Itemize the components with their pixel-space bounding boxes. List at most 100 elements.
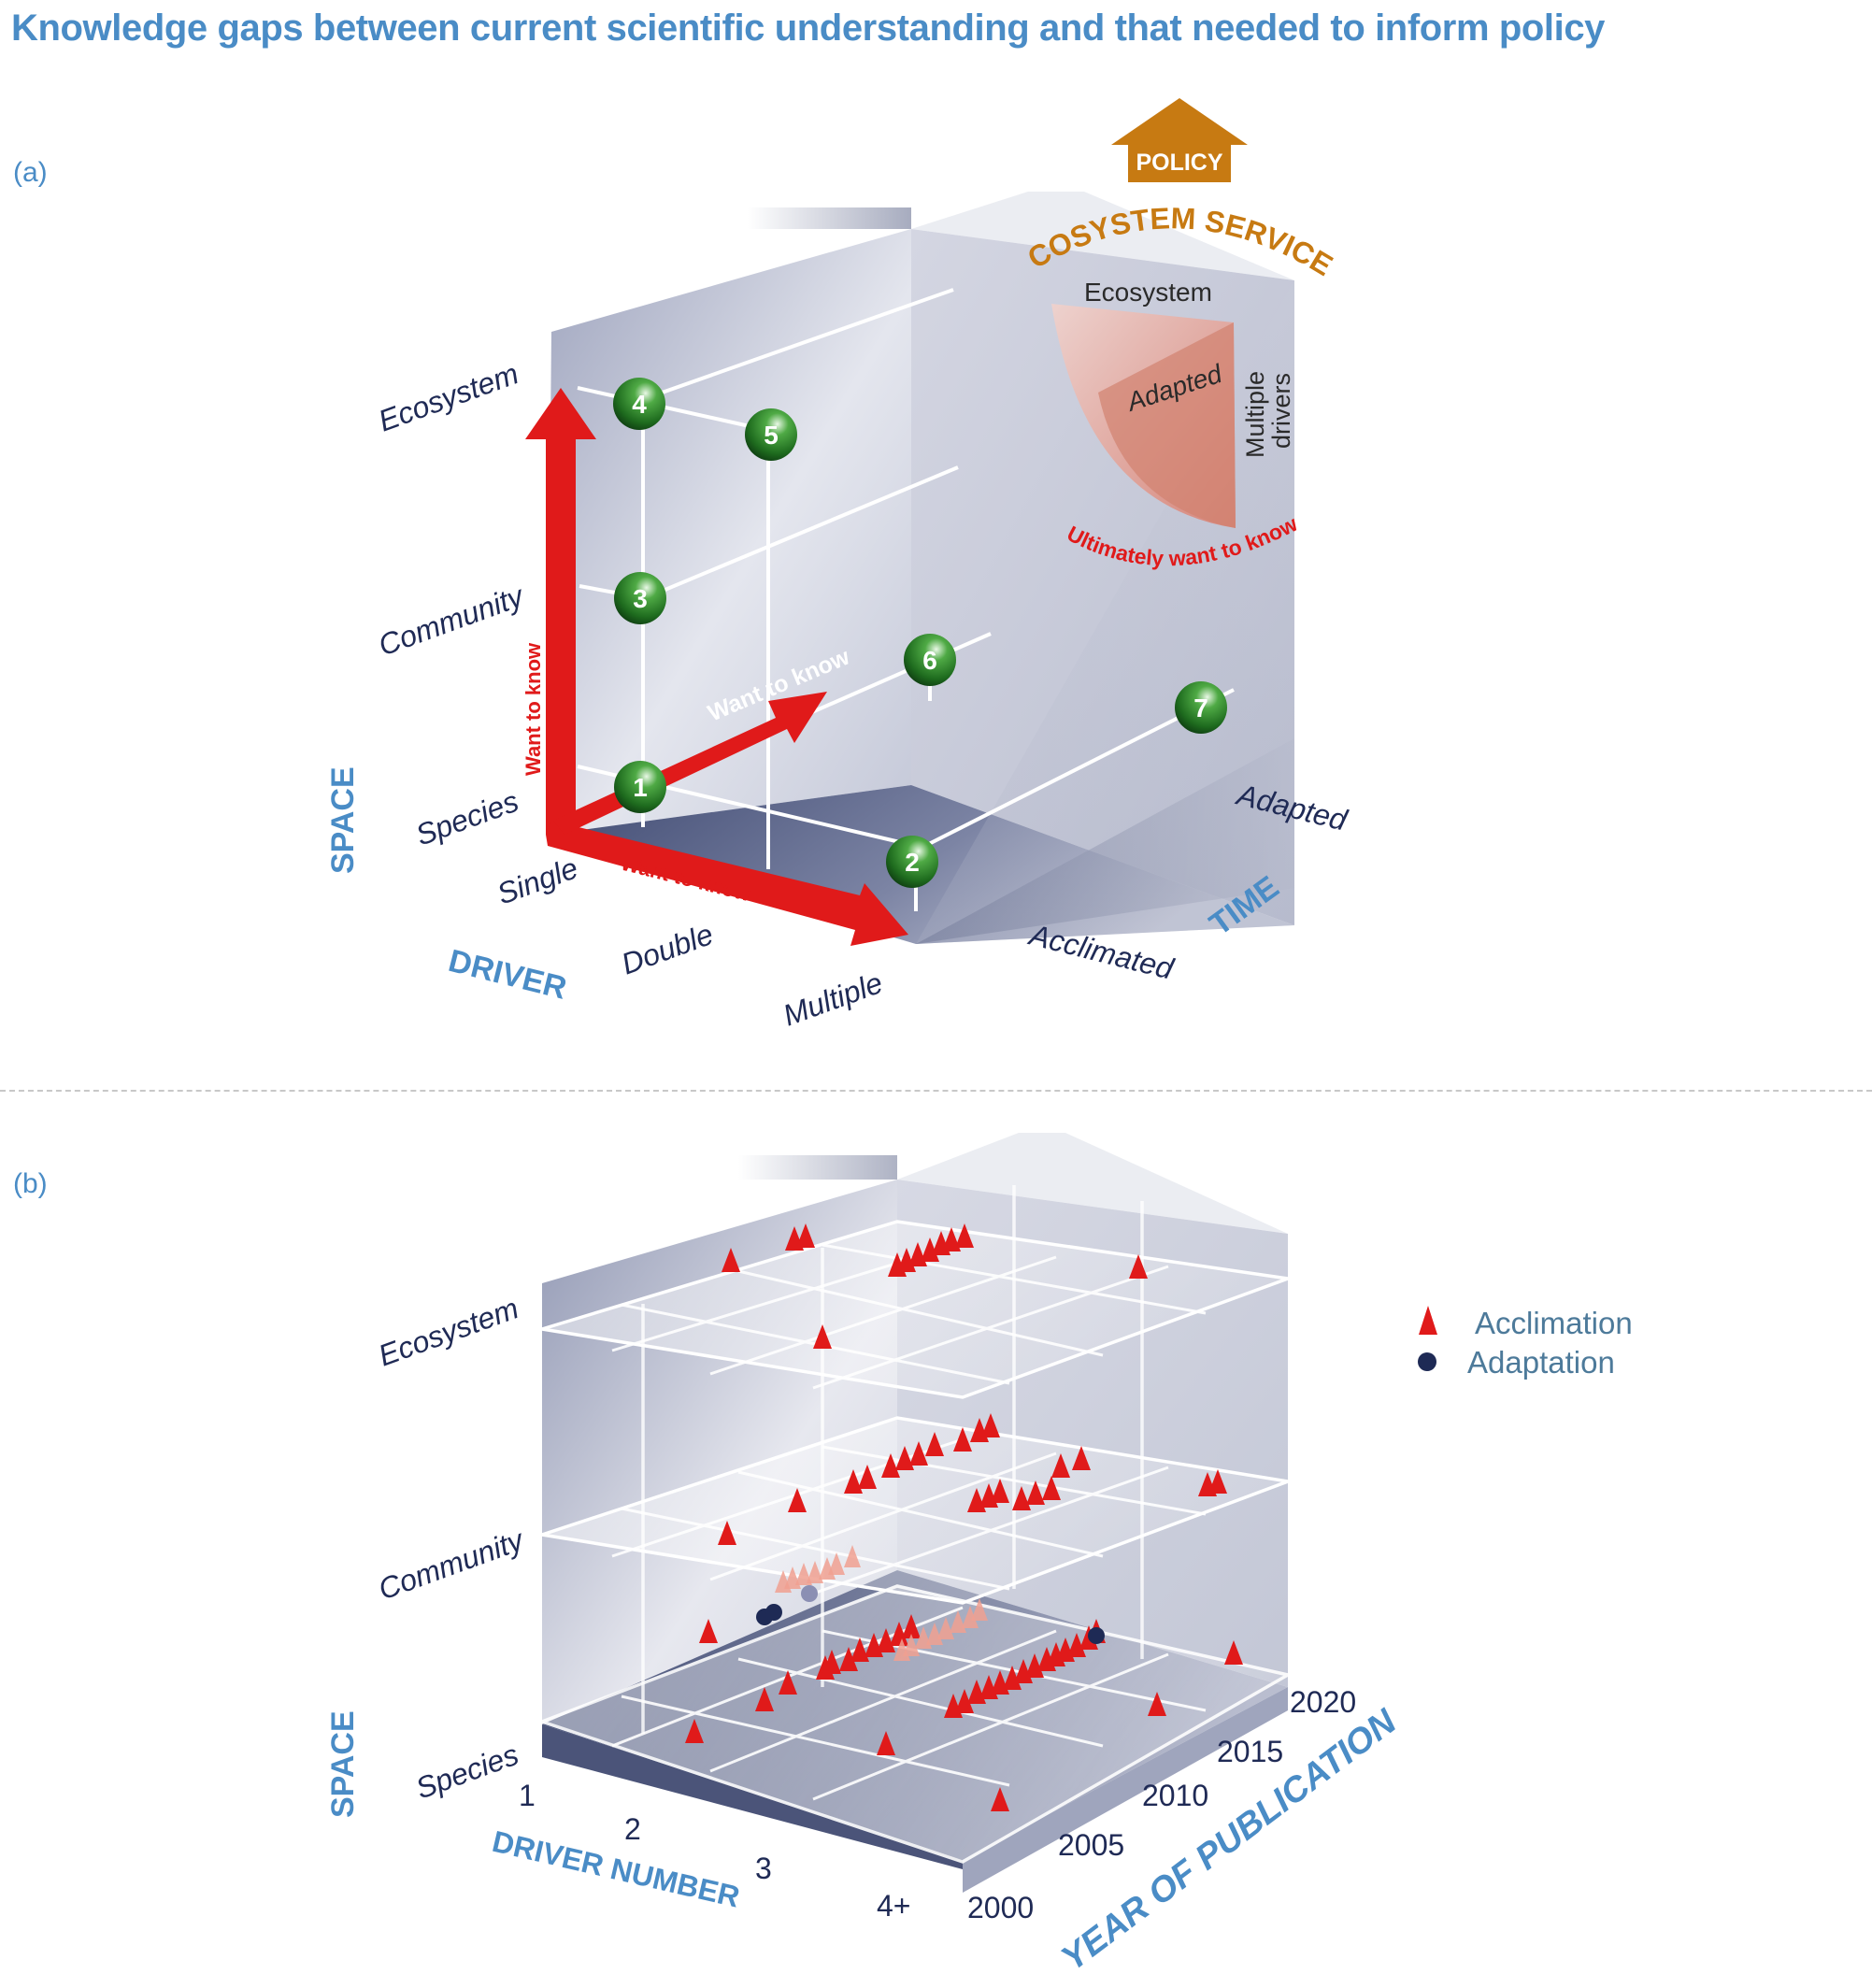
acclimation-marker xyxy=(991,1479,1009,1503)
acclimation-marker xyxy=(1025,1653,1044,1678)
acclimation-marker xyxy=(921,1237,939,1262)
b-year-tick-2010: 2010 xyxy=(1142,1779,1208,1812)
point-6: 6 xyxy=(904,634,956,686)
b-year-tick-2000: 2000 xyxy=(967,1891,1034,1924)
acclimation-marker xyxy=(902,1614,921,1638)
panel-b-diagram: Ecosystem Community Species 1 2 3 4+ 200… xyxy=(325,1133,1633,1979)
want-to-know-vertical-label: Want to know xyxy=(522,642,545,776)
acclimation-marker xyxy=(788,1488,807,1512)
space-level-community: Community xyxy=(374,579,529,663)
acclimation-marker xyxy=(1129,1254,1148,1279)
acclimation-marker-faded xyxy=(937,1617,954,1639)
acclimation-marker xyxy=(839,1647,858,1671)
panel-a-label: (a) xyxy=(13,157,48,188)
acclimation-marker xyxy=(877,1731,895,1755)
acclimation-marker xyxy=(877,1628,895,1652)
inset-ecosystem-label: Ecosystem xyxy=(1084,278,1212,307)
point-4: 4 xyxy=(613,378,665,430)
acclimation-marker xyxy=(722,1248,740,1272)
acclimation-marker xyxy=(955,1223,974,1248)
point-5-label: 5 xyxy=(764,421,779,450)
acclimation-marker xyxy=(858,1465,877,1489)
b-driver-tick-1: 1 xyxy=(519,1779,536,1812)
shelf-species xyxy=(536,1584,1293,1864)
panel-b-front-wall xyxy=(542,1724,963,1869)
b-year-tick-2020: 2020 xyxy=(1290,1685,1356,1719)
point-1: 1 xyxy=(614,761,666,813)
panel-a-top-strip xyxy=(748,207,911,229)
b-space-level-community: Community xyxy=(374,1523,529,1607)
acclimation-marker xyxy=(955,1689,974,1713)
panel-a-diagram: Want to know Want to know Want to know 1… xyxy=(0,0,1351,1033)
acclimation-marker xyxy=(779,1670,797,1695)
panel-b-top-strip xyxy=(738,1155,897,1180)
point-1-label: 1 xyxy=(633,773,648,802)
acclimation-marker xyxy=(1224,1640,1243,1665)
acclimation-marker xyxy=(1042,1476,1061,1500)
policy-label: POLICY xyxy=(1136,150,1222,176)
legend-acclimation-marker xyxy=(1419,1306,1437,1335)
legend-adaptation-marker xyxy=(1418,1352,1436,1371)
panel-a-right-fade xyxy=(911,192,1294,280)
panel-b-legend: Acclimation Adaptation xyxy=(1418,1306,1633,1380)
acclimation-marker-faded xyxy=(971,1598,988,1621)
acclimation-marker xyxy=(881,1453,900,1478)
acclimation-marker xyxy=(1026,1480,1045,1505)
b-year-tick-2005: 2005 xyxy=(1058,1828,1124,1862)
panel-b-right-lower-wall xyxy=(963,1687,1288,1893)
vertical-arrow xyxy=(525,388,596,835)
legend-adaptation-label: Adaptation xyxy=(1467,1345,1615,1380)
acclimation-marker-faded xyxy=(903,1634,920,1656)
axis-driver-a: DRIVER xyxy=(445,943,570,1007)
adaptation-marker xyxy=(1088,1627,1105,1644)
acclimation-marker xyxy=(844,1469,863,1494)
policy-arrow xyxy=(1111,98,1248,182)
inset-drivers-label: drivers xyxy=(1267,373,1295,449)
point-7: 7 xyxy=(1175,681,1227,734)
acclimation-marker xyxy=(890,1622,908,1646)
b-driver-tick-3: 3 xyxy=(755,1852,772,1885)
b-year-tick-2015: 2015 xyxy=(1217,1735,1283,1768)
axis-space-a: SPACE xyxy=(325,766,361,874)
acclimation-marker xyxy=(1208,1469,1227,1494)
figure-title: Knowledge gaps between current scientifi… xyxy=(11,7,1606,49)
axis-space-b: SPACE xyxy=(325,1710,361,1818)
driver-level-single: Single xyxy=(493,851,582,910)
b-space-level-ecosystem: Ecosystem xyxy=(374,1291,522,1372)
acclimation-marker xyxy=(850,1638,869,1662)
acclimation-marker xyxy=(895,1446,914,1470)
acclimation-marker xyxy=(685,1719,704,1743)
point-7-label: 7 xyxy=(1193,694,1208,722)
b-space-level-species: Species xyxy=(411,1738,522,1806)
acclimation-marker-faded xyxy=(828,1552,845,1575)
acclimation-marker xyxy=(981,1413,1000,1437)
driver-level-double: Double xyxy=(617,917,718,981)
acclimation-marker xyxy=(822,1650,841,1674)
acclimation-marker xyxy=(1067,1633,1086,1657)
acclimation-marker xyxy=(1148,1692,1166,1716)
acclimation-marker xyxy=(909,1441,928,1466)
acclimation-marker xyxy=(991,1787,1009,1811)
acclimation-marker xyxy=(953,1427,972,1452)
driver-level-multiple: Multiple xyxy=(779,965,887,1033)
acclimation-marker xyxy=(755,1687,774,1711)
panel-b-right-fade xyxy=(897,1133,1288,1234)
acclimation-marker xyxy=(813,1324,832,1349)
point-3-label: 3 xyxy=(633,584,648,613)
acclimation-marker xyxy=(1072,1446,1091,1470)
b-driver-tick-4: 4+ xyxy=(877,1889,910,1923)
acclimation-marker xyxy=(718,1521,736,1545)
acclimation-marker-faded xyxy=(807,1561,823,1583)
acclimation-marker xyxy=(1012,1486,1031,1510)
adaptation-marker xyxy=(801,1585,818,1602)
point-2: 2 xyxy=(886,836,938,888)
point-3: 3 xyxy=(614,572,666,624)
acclimation-marker xyxy=(925,1432,944,1456)
legend-acclimation-label: Acclimation xyxy=(1475,1306,1633,1340)
inset-inner-face xyxy=(1098,322,1236,528)
panel-b-markers xyxy=(685,1223,1243,1811)
point-2-label: 2 xyxy=(905,848,920,877)
acclimation-marker-faded xyxy=(844,1545,861,1567)
space-level-ecosystem: Ecosystem xyxy=(374,356,522,437)
point-5: 5 xyxy=(745,408,797,461)
